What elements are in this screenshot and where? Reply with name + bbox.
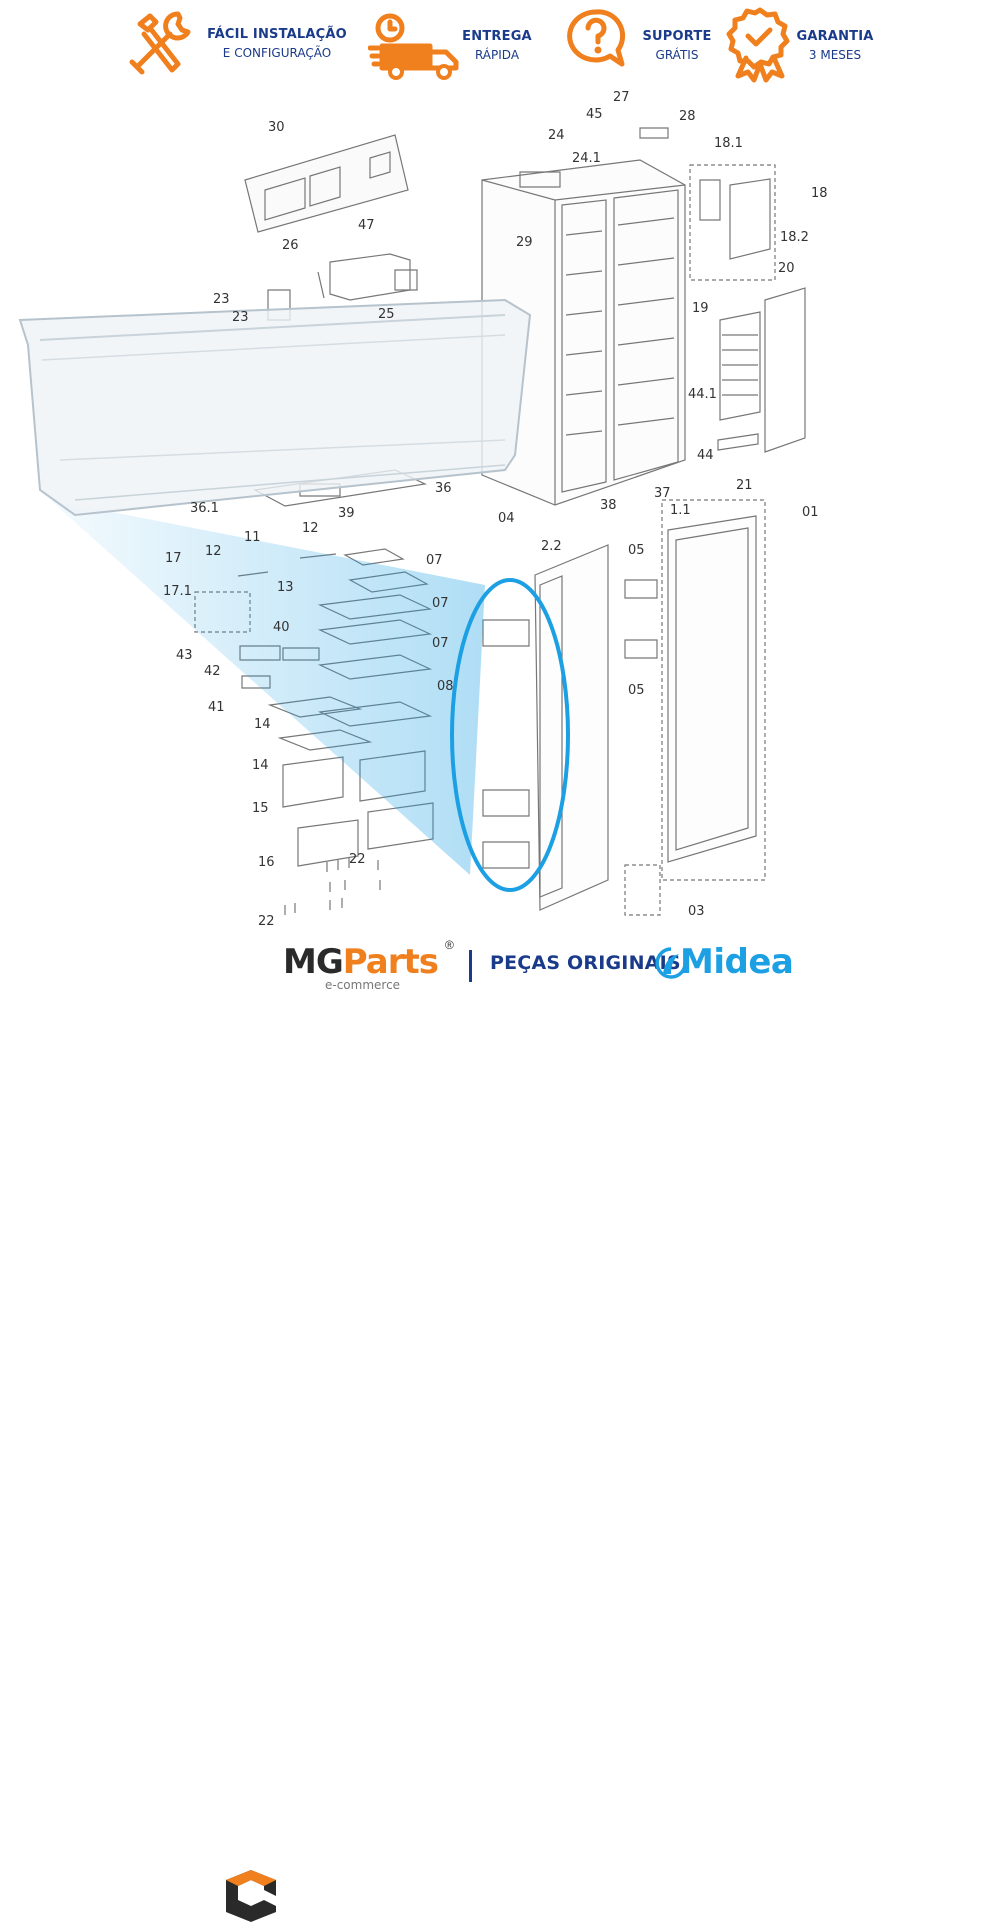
back-panel-part [244,134,409,233]
part-label: 03 [688,904,705,919]
door-bins-part [482,619,530,869]
brand-parts: Parts [342,942,439,982]
feature-installation-subtitle: E CONFIGURAÇÃO [222,46,332,60]
part-label: 24 [548,128,565,143]
part-label: 26 [282,238,299,253]
feature-delivery-subtitle: RÁPIDA [474,48,520,62]
part-label: 19 [692,301,709,316]
screws-part [284,858,381,915]
part-label: 17 [165,551,182,566]
midea-brand: Midea [680,942,794,982]
delivery-truck-icon [368,13,459,80]
part-label: 12 [302,521,319,536]
feature-delivery: ENTREGA RÁPIDA [368,4,538,84]
part-label: 45 [586,107,603,122]
part-label: 18.2 [780,230,809,245]
feature-installation-title: FÁCIL INSTALAÇÃO [207,27,347,42]
part-label: 01 [802,505,819,520]
part-label: 23 [213,292,230,307]
part-label: 23 [232,310,249,325]
part-label: 05 [628,543,645,558]
part-label: 29 [516,235,533,250]
tagline-original-parts: PEÇAS ORIGINAIS [490,952,681,974]
part-label: 2.2 [541,539,562,554]
feature-support: SUPORTE GRÁTIS [560,4,720,84]
part-label: 28 [679,109,696,124]
part-label: 1.1 [670,503,691,518]
part-label: 18.1 [714,136,743,151]
footer-divider [469,950,472,982]
part-label: 22 [258,914,275,929]
part-label: 36.1 [190,501,219,516]
part-label: 44.1 [688,387,717,402]
part-label: 14 [252,758,269,773]
evaporator-part [717,287,806,453]
guarantee-badge-icon [726,7,790,83]
part-label: 38 [600,498,617,513]
part-label: 24.1 [572,151,601,166]
part-label: 21 [736,478,753,493]
feature-installation: FÁCIL INSTALAÇÃO E CONFIGURAÇÃO [120,4,360,84]
part-label: 20 [778,261,795,276]
part-label: 22 [349,852,366,867]
feature-warranty-title: GARANTIA [796,29,874,44]
registered-mark: ® [445,938,454,952]
part-label: 30 [268,120,285,135]
fridge-cabinet-part [481,127,686,506]
feature-warranty: GARANTIA 3 MESES [724,4,884,84]
part-label: 25 [378,307,395,322]
part-label: 40 [273,620,290,635]
highlight-beam [50,500,485,875]
feature-support-subtitle: GRÁTIS [655,48,699,62]
part-label: 17.1 [163,584,192,599]
feature-warranty-subtitle: 3 MESES [808,48,862,62]
door-bin-enlarged [18,298,532,517]
part-label: 05 [628,683,645,698]
part-label: 16 [258,855,275,870]
wrench-hammer-icon [129,11,191,75]
midea-logo-icon [655,947,687,979]
part-label: 42 [204,664,221,679]
part-label: 27 [613,90,630,105]
electronics-board-part [689,164,776,281]
part-label: 15 [252,801,269,816]
part-label: 44 [697,448,714,463]
highlight-ellipse [450,578,570,892]
part-label: 12 [205,544,222,559]
part-labels: 30 47 26 23 23 25 24 24.1 45 27 28 18.1 … [163,90,828,929]
part-label: 07 [432,596,449,611]
part-label: 37 [654,486,671,501]
brand-subtitle: e-commerce [325,978,401,992]
part-label: 47 [358,218,375,233]
brand-mg: MG [283,942,344,982]
mgparts-logo-icon [226,1870,276,1922]
part-label: 39 [338,506,355,521]
part-label: 36 [435,481,452,496]
part-label: 07 [426,553,443,568]
exploded-parts-diagram: 30 47 26 23 23 25 24 24.1 45 27 28 18.1 … [18,90,828,929]
feature-delivery-title: ENTREGA [462,29,532,44]
part-label: 07 [432,636,449,651]
part-label: 11 [244,530,261,545]
mgparts-brand: MGParts [283,942,439,982]
part-label: 41 [208,700,225,715]
part-label: 13 [277,580,294,595]
feature-support-title: SUPORTE [642,29,712,44]
question-chat-icon [567,9,626,67]
part-label: 08 [437,679,454,694]
feature-bar: FÁCIL INSTALAÇÃO E CONFIGURAÇÃO ENTREGA … [0,0,1000,96]
part-label: 43 [176,648,193,663]
part-label: 18 [811,186,828,201]
part-label: 14 [254,717,271,732]
part-label: 04 [498,511,515,526]
right-door-part [624,499,766,916]
